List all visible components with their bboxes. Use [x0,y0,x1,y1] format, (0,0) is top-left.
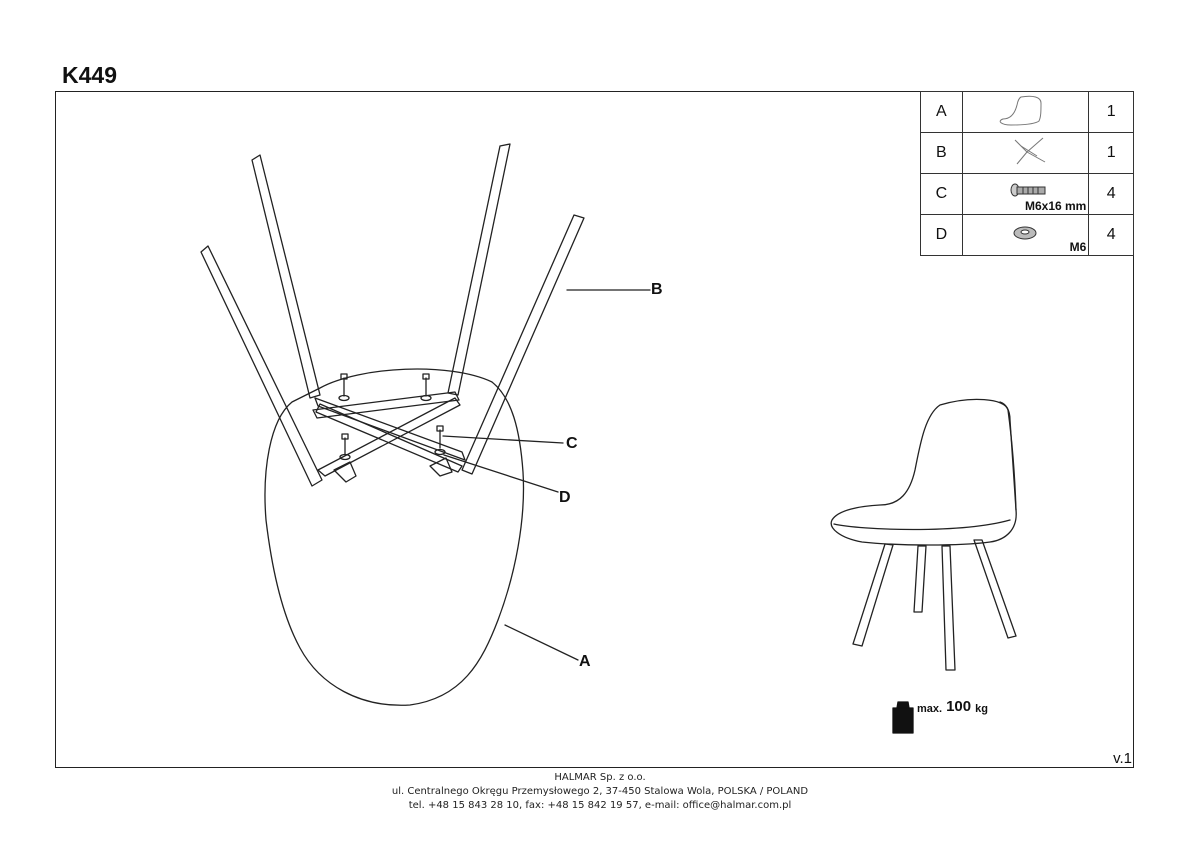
footer: HALMAR Sp. z o.o. ul. Centralnego Okręgu… [0,771,1200,813]
part-quantity: 4 [1088,214,1134,256]
part-image-cell: M6 [961,214,1090,256]
part-image-cell [961,91,1090,133]
chair-seat-icon [999,95,1042,126]
leader-line-a [504,624,579,661]
weight-icon [892,701,914,734]
part-letter: D [920,214,963,256]
part-letter: C [920,173,963,215]
parts-row: A 1 [920,91,1134,133]
page-title: K449 [62,62,117,88]
part-quantity: 1 [1088,132,1134,174]
legs-frame [200,143,585,487]
part-spec: M6x16 mm [1024,199,1087,213]
max-load-value: 100 [946,698,972,715]
part-letter: A [920,91,963,133]
bolt-icon [1010,183,1046,197]
assembled-chair-illustration [830,398,1017,671]
version-label: v.1 [1113,750,1132,767]
part-quantity: 4 [1088,173,1134,215]
part-quantity: 1 [1088,91,1134,133]
parts-row: B 1 [920,132,1134,174]
washer-icon [1013,226,1037,240]
part-image-cell [961,132,1090,174]
callout-label-c: C [566,435,578,452]
leader-line-c [442,435,564,444]
parts-list-table: A 1 B 1 C M6x16 mm [920,91,1134,256]
callout-label-a: A [579,653,591,670]
parts-row: C M6x16 mm 4 [920,173,1134,215]
part-spec: M6 [1069,240,1087,254]
callout-label-d: D [559,489,571,506]
leader-line-d [443,454,559,493]
parts-row: D M6 4 [920,214,1134,256]
drawing-frame [55,91,1134,768]
footer-company: HALMAR Sp. z o.o. [554,772,646,783]
part-image-cell: M6x16 mm [961,173,1090,215]
max-load-prefix: max. [917,703,943,715]
callout-label-b: B [651,281,663,298]
bolts-and-washers [338,373,446,461]
footer-address: ul. Centralnego Okręgu Przemysłowego 2, … [391,786,809,797]
chair-legs-frame-icon [1014,137,1045,164]
footer-contact: tel. +48 15 843 28 10, fax: +48 15 842 1… [408,800,792,811]
seat-shell-outline [264,368,525,706]
part-letter: B [920,132,963,174]
max-load-label: max. 100 kg [893,698,988,715]
max-load-unit: kg [975,703,988,715]
